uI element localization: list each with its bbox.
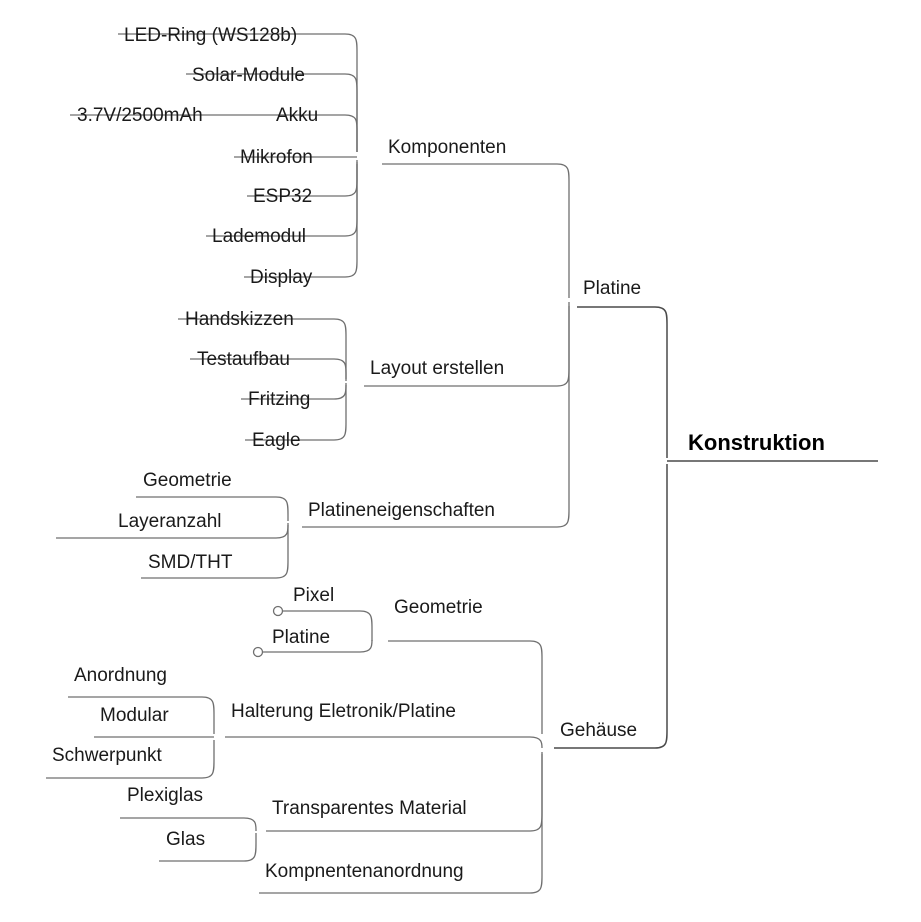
branch-halterung[interactable]: Halterung Eletronik/Platine (231, 701, 456, 722)
leaf-plexiglas[interactable]: Plexiglas (127, 785, 203, 806)
bullet-pixel-icon (272, 605, 284, 617)
leaf-lademodul[interactable]: Lademodul (212, 226, 306, 247)
edge-akku (70, 114, 358, 152)
leaf-mikrofon[interactable]: Mikrofon (240, 147, 313, 168)
branch-layout-erstellen[interactable]: Layout erstellen (370, 358, 504, 379)
edge-plexiglas (120, 817, 257, 831)
leaf-handskizzen[interactable]: Handskizzen (185, 309, 294, 330)
leaf-group-halterung: Anordnung Modular Schwerpunkt (46, 665, 215, 779)
leaf-platine-pixel[interactable]: Platine (272, 627, 330, 648)
edge-geometrie-gehaeuse (388, 640, 543, 734)
leaf-group-geometrie-gehaeuse: Pixel Platine (252, 585, 373, 658)
edge-halterung (225, 736, 543, 749)
edge-platineneigenschaften (302, 306, 570, 528)
root-children-group: Platine Gehäuse (554, 278, 668, 749)
leaf-group-transparentes-material: Plexiglas Glas (120, 785, 257, 862)
edge-platine-pixel (263, 639, 373, 653)
edge-schwerpunkt (46, 740, 215, 779)
bullet-platine-icon (252, 646, 264, 658)
branch-group-platine-children: Komponenten Layout erstellen Platineneig… (302, 137, 570, 528)
edge-led-ring (118, 33, 358, 152)
leaf-group-layout: Handskizzen Testaufbau Fritzing Eagle (178, 309, 347, 451)
edge-geometrie-pcb (136, 496, 289, 521)
leaf-eagle[interactable]: Eagle (252, 430, 301, 451)
edge-smd-tht (141, 525, 289, 579)
edge-display (244, 164, 358, 278)
branch-platine[interactable]: Platine (583, 278, 641, 299)
branch-geometrie-gehaeuse[interactable]: Geometrie (394, 597, 483, 618)
edge-pixel (283, 610, 373, 641)
leaf-akku[interactable]: Akku (276, 105, 318, 126)
edge-eagle (245, 385, 347, 441)
branch-kompnentenanordnung[interactable]: Kompnentenanordnung (265, 861, 464, 882)
edge-transparentes (266, 752, 543, 832)
leaf-display[interactable]: Display (250, 267, 313, 288)
leaf-solar-module[interactable]: Solar-Module (192, 65, 305, 86)
edge-handskizzen (178, 318, 347, 379)
leaf-group-komponenten: LED-Ring (WS128b) Solar-Module Akku 3.7V… (70, 25, 358, 288)
leaf-fritzing[interactable]: Fritzing (248, 389, 310, 410)
leaf-group-platineneigenschaften: Geometrie Layeranzahl SMD/THT (56, 470, 289, 579)
leaf-modular[interactable]: Modular (100, 705, 169, 726)
page-title[interactable]: Konstruktion (688, 430, 825, 455)
leaf-pixel[interactable]: Pixel (293, 585, 334, 606)
root-node-group: Konstruktion (667, 430, 878, 462)
leaf-esp32[interactable]: ESP32 (253, 186, 312, 207)
branch-transparentes[interactable]: Transparentes Material (272, 798, 467, 819)
leaf-schwerpunkt[interactable]: Schwerpunkt (52, 745, 163, 766)
leaf-testaufbau[interactable]: Testaufbau (197, 349, 290, 370)
edge-solar-module (186, 73, 358, 152)
leaf-led-ring[interactable]: LED-Ring (WS128b) (124, 25, 297, 46)
edge-komponenten (382, 163, 570, 298)
leaf-layeranzahl[interactable]: Layeranzahl (118, 511, 222, 532)
branch-group-gehaeuse-children: Geometrie Halterung Eletronik/Platine Tr… (225, 597, 543, 894)
leaf-akku-spec: 3.7V/2500mAh (77, 105, 203, 126)
edge-anordnung (68, 696, 215, 734)
branch-gehaeuse[interactable]: Gehäuse (560, 720, 637, 741)
leaf-smd-tht[interactable]: SMD/THT (148, 552, 233, 573)
edge-kompnentenanordnung (259, 754, 543, 894)
branch-platineneigenschaften[interactable]: Platineneigenschaften (308, 500, 495, 521)
leaf-geometrie-pcb[interactable]: Geometrie (143, 470, 232, 491)
edge-platine-main (577, 306, 668, 458)
leaf-anordnung[interactable]: Anordnung (74, 665, 167, 686)
edge-testaufbau (190, 358, 347, 381)
branch-komponenten[interactable]: Komponenten (388, 137, 506, 158)
edge-glas (159, 833, 257, 862)
edge-gehaeuse-main (554, 464, 668, 749)
leaf-glas[interactable]: Glas (166, 829, 205, 850)
